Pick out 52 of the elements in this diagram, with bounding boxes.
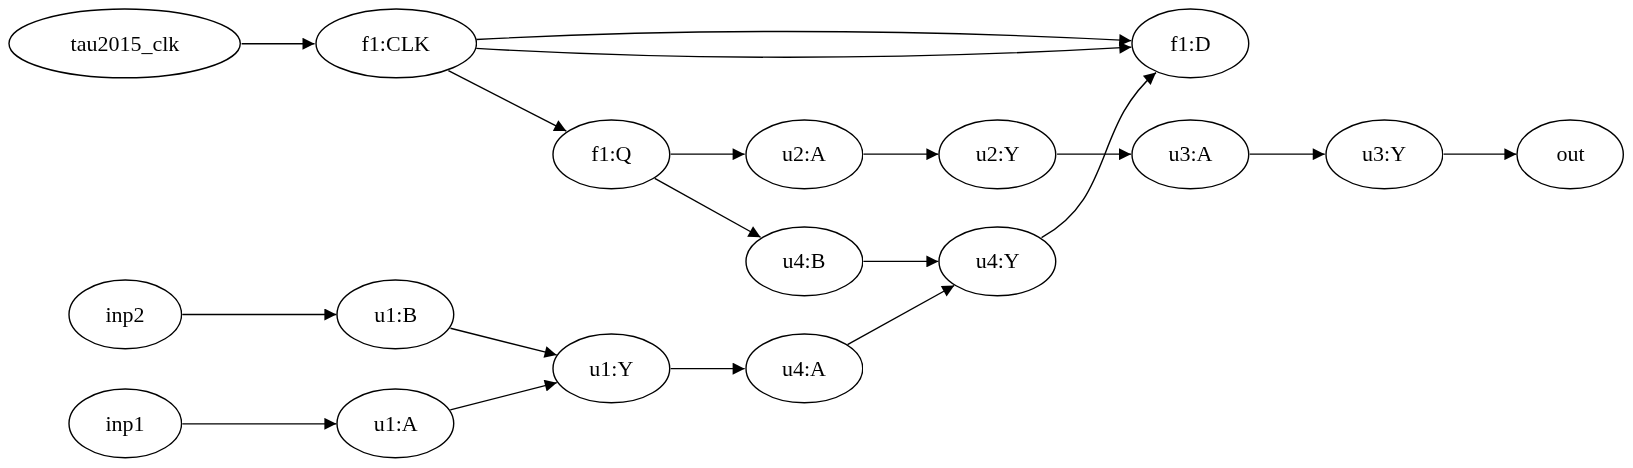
ellipse-node bbox=[67, 279, 183, 350]
arrow bbox=[475, 30, 1132, 47]
ellipse-node bbox=[551, 118, 671, 190]
arrow bbox=[181, 308, 338, 321]
ellipse-node bbox=[1516, 118, 1625, 190]
ellipse-node bbox=[8, 8, 242, 80]
ellipse-node bbox=[1131, 118, 1250, 190]
ellipse-node bbox=[336, 388, 456, 460]
arrow bbox=[670, 362, 746, 375]
arrow bbox=[1056, 148, 1132, 161]
node-label: u1:Y bbox=[589, 357, 634, 380]
ellipse-node bbox=[1131, 8, 1250, 80]
arrow bbox=[449, 379, 558, 411]
arrow bbox=[447, 70, 567, 132]
node-label: f1:Q bbox=[591, 143, 632, 166]
arrow bbox=[1249, 148, 1326, 161]
node-label: u1:A bbox=[373, 412, 418, 435]
arrow bbox=[862, 148, 940, 161]
arrow bbox=[670, 148, 746, 161]
ellipse-node bbox=[336, 279, 456, 350]
ellipse-node bbox=[938, 226, 1058, 297]
node-label: u3:Y bbox=[1362, 143, 1407, 166]
node-label: tau2015_clk bbox=[70, 32, 180, 55]
ellipse-node bbox=[67, 388, 183, 460]
ellipse-node bbox=[551, 333, 671, 405]
ellipse-node bbox=[744, 333, 864, 405]
ellipse-node bbox=[744, 118, 864, 190]
arrow bbox=[475, 41, 1132, 58]
node-label: u1:B bbox=[374, 303, 418, 326]
arrow bbox=[181, 417, 338, 430]
arrow bbox=[862, 255, 940, 268]
arrow bbox=[1040, 71, 1157, 239]
ellipse-node bbox=[1324, 118, 1444, 190]
node-label: u4:B bbox=[782, 250, 826, 273]
arrow bbox=[240, 37, 316, 50]
arrow bbox=[846, 284, 955, 346]
arrow bbox=[1442, 148, 1518, 161]
node-label: u4:A bbox=[782, 357, 826, 380]
arrow bbox=[449, 327, 558, 358]
arrow bbox=[654, 177, 762, 238]
node-label: u2:Y bbox=[975, 143, 1020, 166]
node-label: u2:A bbox=[782, 143, 826, 166]
ellipse-node bbox=[744, 226, 864, 297]
node-label: f1:D bbox=[1170, 32, 1211, 55]
ellipse-node bbox=[938, 118, 1058, 190]
node-label: u3:A bbox=[1168, 143, 1213, 166]
node-label: inp1 bbox=[105, 412, 145, 435]
ellipse-node bbox=[314, 8, 477, 80]
node-label: out bbox=[1556, 143, 1585, 166]
node-label: u4:Y bbox=[975, 250, 1020, 273]
node-label: inp2 bbox=[105, 303, 145, 326]
node-label: f1:CLK bbox=[361, 32, 430, 55]
